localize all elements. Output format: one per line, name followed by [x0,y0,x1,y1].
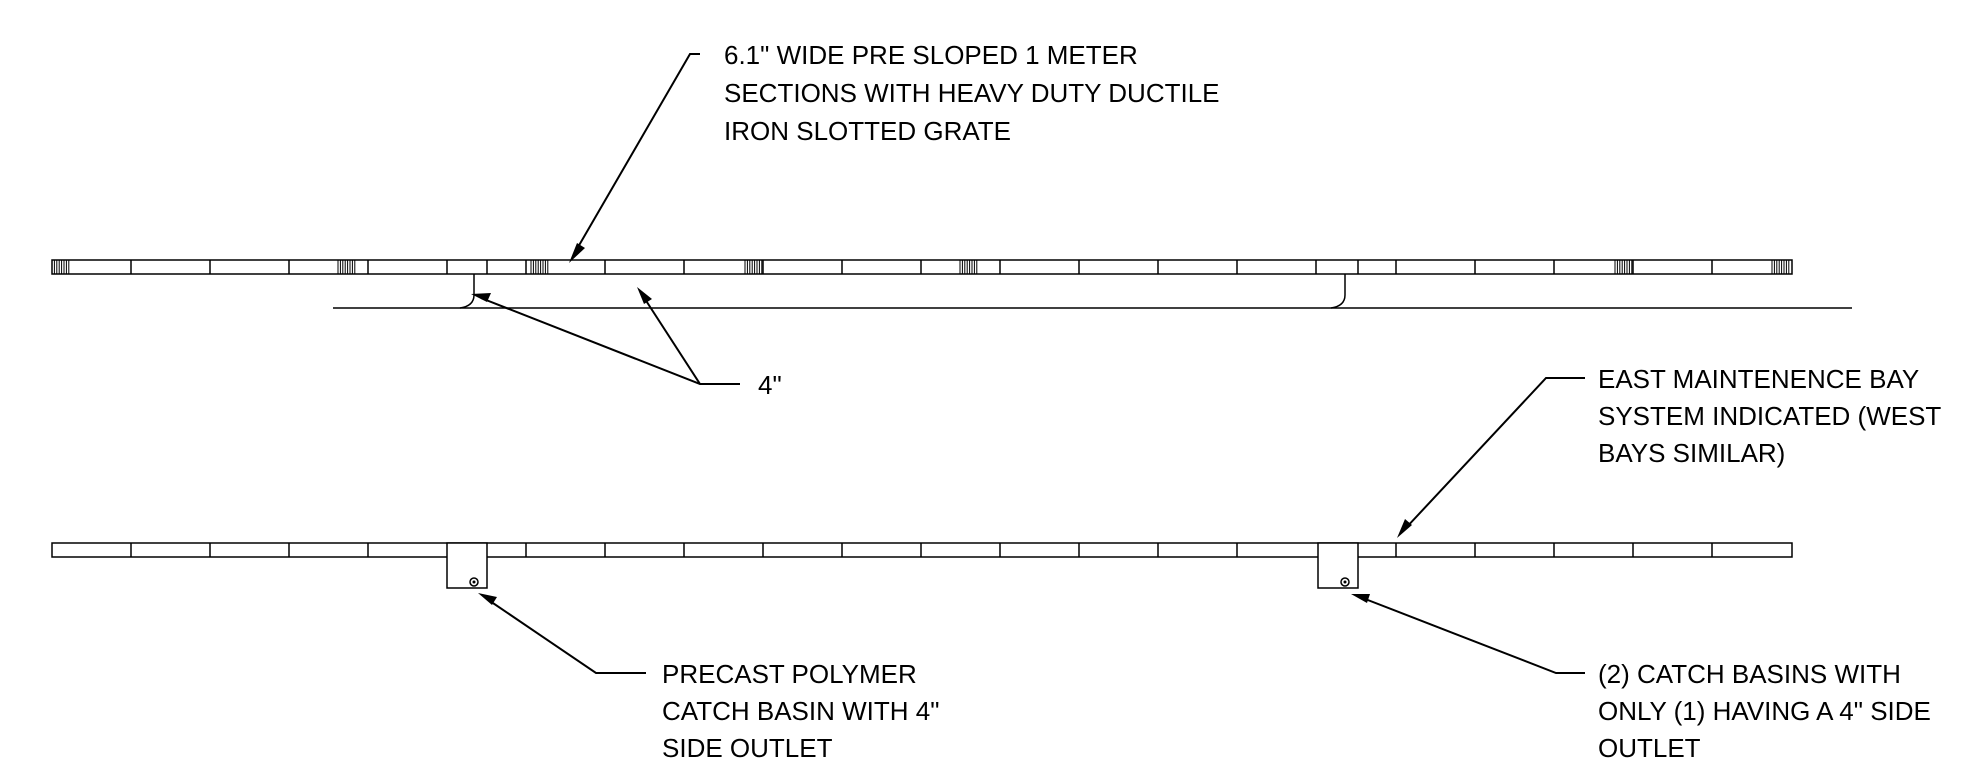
outlet-elbow-left [459,274,475,309]
dimension-leader-b [642,295,701,385]
basin-note-leader [486,598,646,674]
side-outlet-dot [1343,580,1347,584]
two-basins-note-leader [1359,596,1585,674]
two-basins-note-line: OUTLET [1598,733,1701,763]
system-note: EAST MAINTENENCE BAY SYSTEM INDICATED (W… [1598,364,1948,468]
basin-note-arrowhead [478,593,497,605]
dimension-leader-a [480,297,740,385]
system-note-leader [1403,377,1585,531]
system-note-arrowhead [1397,519,1412,538]
grate-note-line: 6.1" WIDE PRE SLOPED 1 METER [724,40,1138,70]
dimension-arrowhead-b [637,287,652,304]
two-basins-note-arrowhead [1351,594,1370,603]
side-outlet-dot [472,580,476,584]
basin-note: PRECAST POLYMER CATCH BASIN WITH 4" SIDE… [662,659,947,763]
side-outlet-symbol [469,577,479,587]
system-note-line: BAYS SIMILAR) [1598,438,1785,468]
two-basins-note-line: (2) CATCH BASINS WITH [1598,659,1901,689]
grate-note-arrowhead [569,243,585,263]
upper-section-joints [130,260,1713,274]
dimension-note-line: 4" [758,370,782,400]
side-outlet-symbol [1340,577,1350,587]
leader-lines [471,53,1585,674]
dimension-note: 4" [758,370,782,400]
grate-note: 6.1" WIDE PRE SLOPED 1 METER SECTIONS WI… [724,40,1227,146]
two-basins-note: (2) CATCH BASINS WITH ONLY (1) HAVING A … [1598,659,1938,763]
lower-channel-outline [51,542,1793,558]
system-note-line: EAST MAINTENENCE BAY [1598,364,1919,394]
lower-section-joints [130,543,1713,557]
grate-hatch-marks [51,260,1790,274]
upper-channel-outline [51,259,1793,275]
basin-note-line: SIDE OUTLET [662,733,833,763]
grate-note-leader [573,53,700,255]
grate-note-line: IRON SLOTTED GRATE [724,116,1011,146]
dimension-arrowhead-a [471,293,491,302]
system-note-line: SYSTEM INDICATED (WEST [1598,401,1941,431]
grate-note-line: SECTIONS WITH HEAVY DUTY DUCTILE [724,78,1220,108]
catch-basin-box [1317,542,1359,589]
catch-basin-box [446,542,488,589]
upper-trench-channel [51,259,1852,309]
basin-note-line: PRECAST POLYMER [662,659,917,689]
outlet-elbow-right [1330,274,1346,309]
two-basins-note-line: ONLY (1) HAVING A 4" SIDE [1598,696,1931,726]
catch-basin-right [1317,542,1359,589]
catch-basin-left [446,542,488,589]
lower-trench-channel [51,542,1793,589]
basin-note-line: CATCH BASIN WITH 4" [662,696,939,726]
